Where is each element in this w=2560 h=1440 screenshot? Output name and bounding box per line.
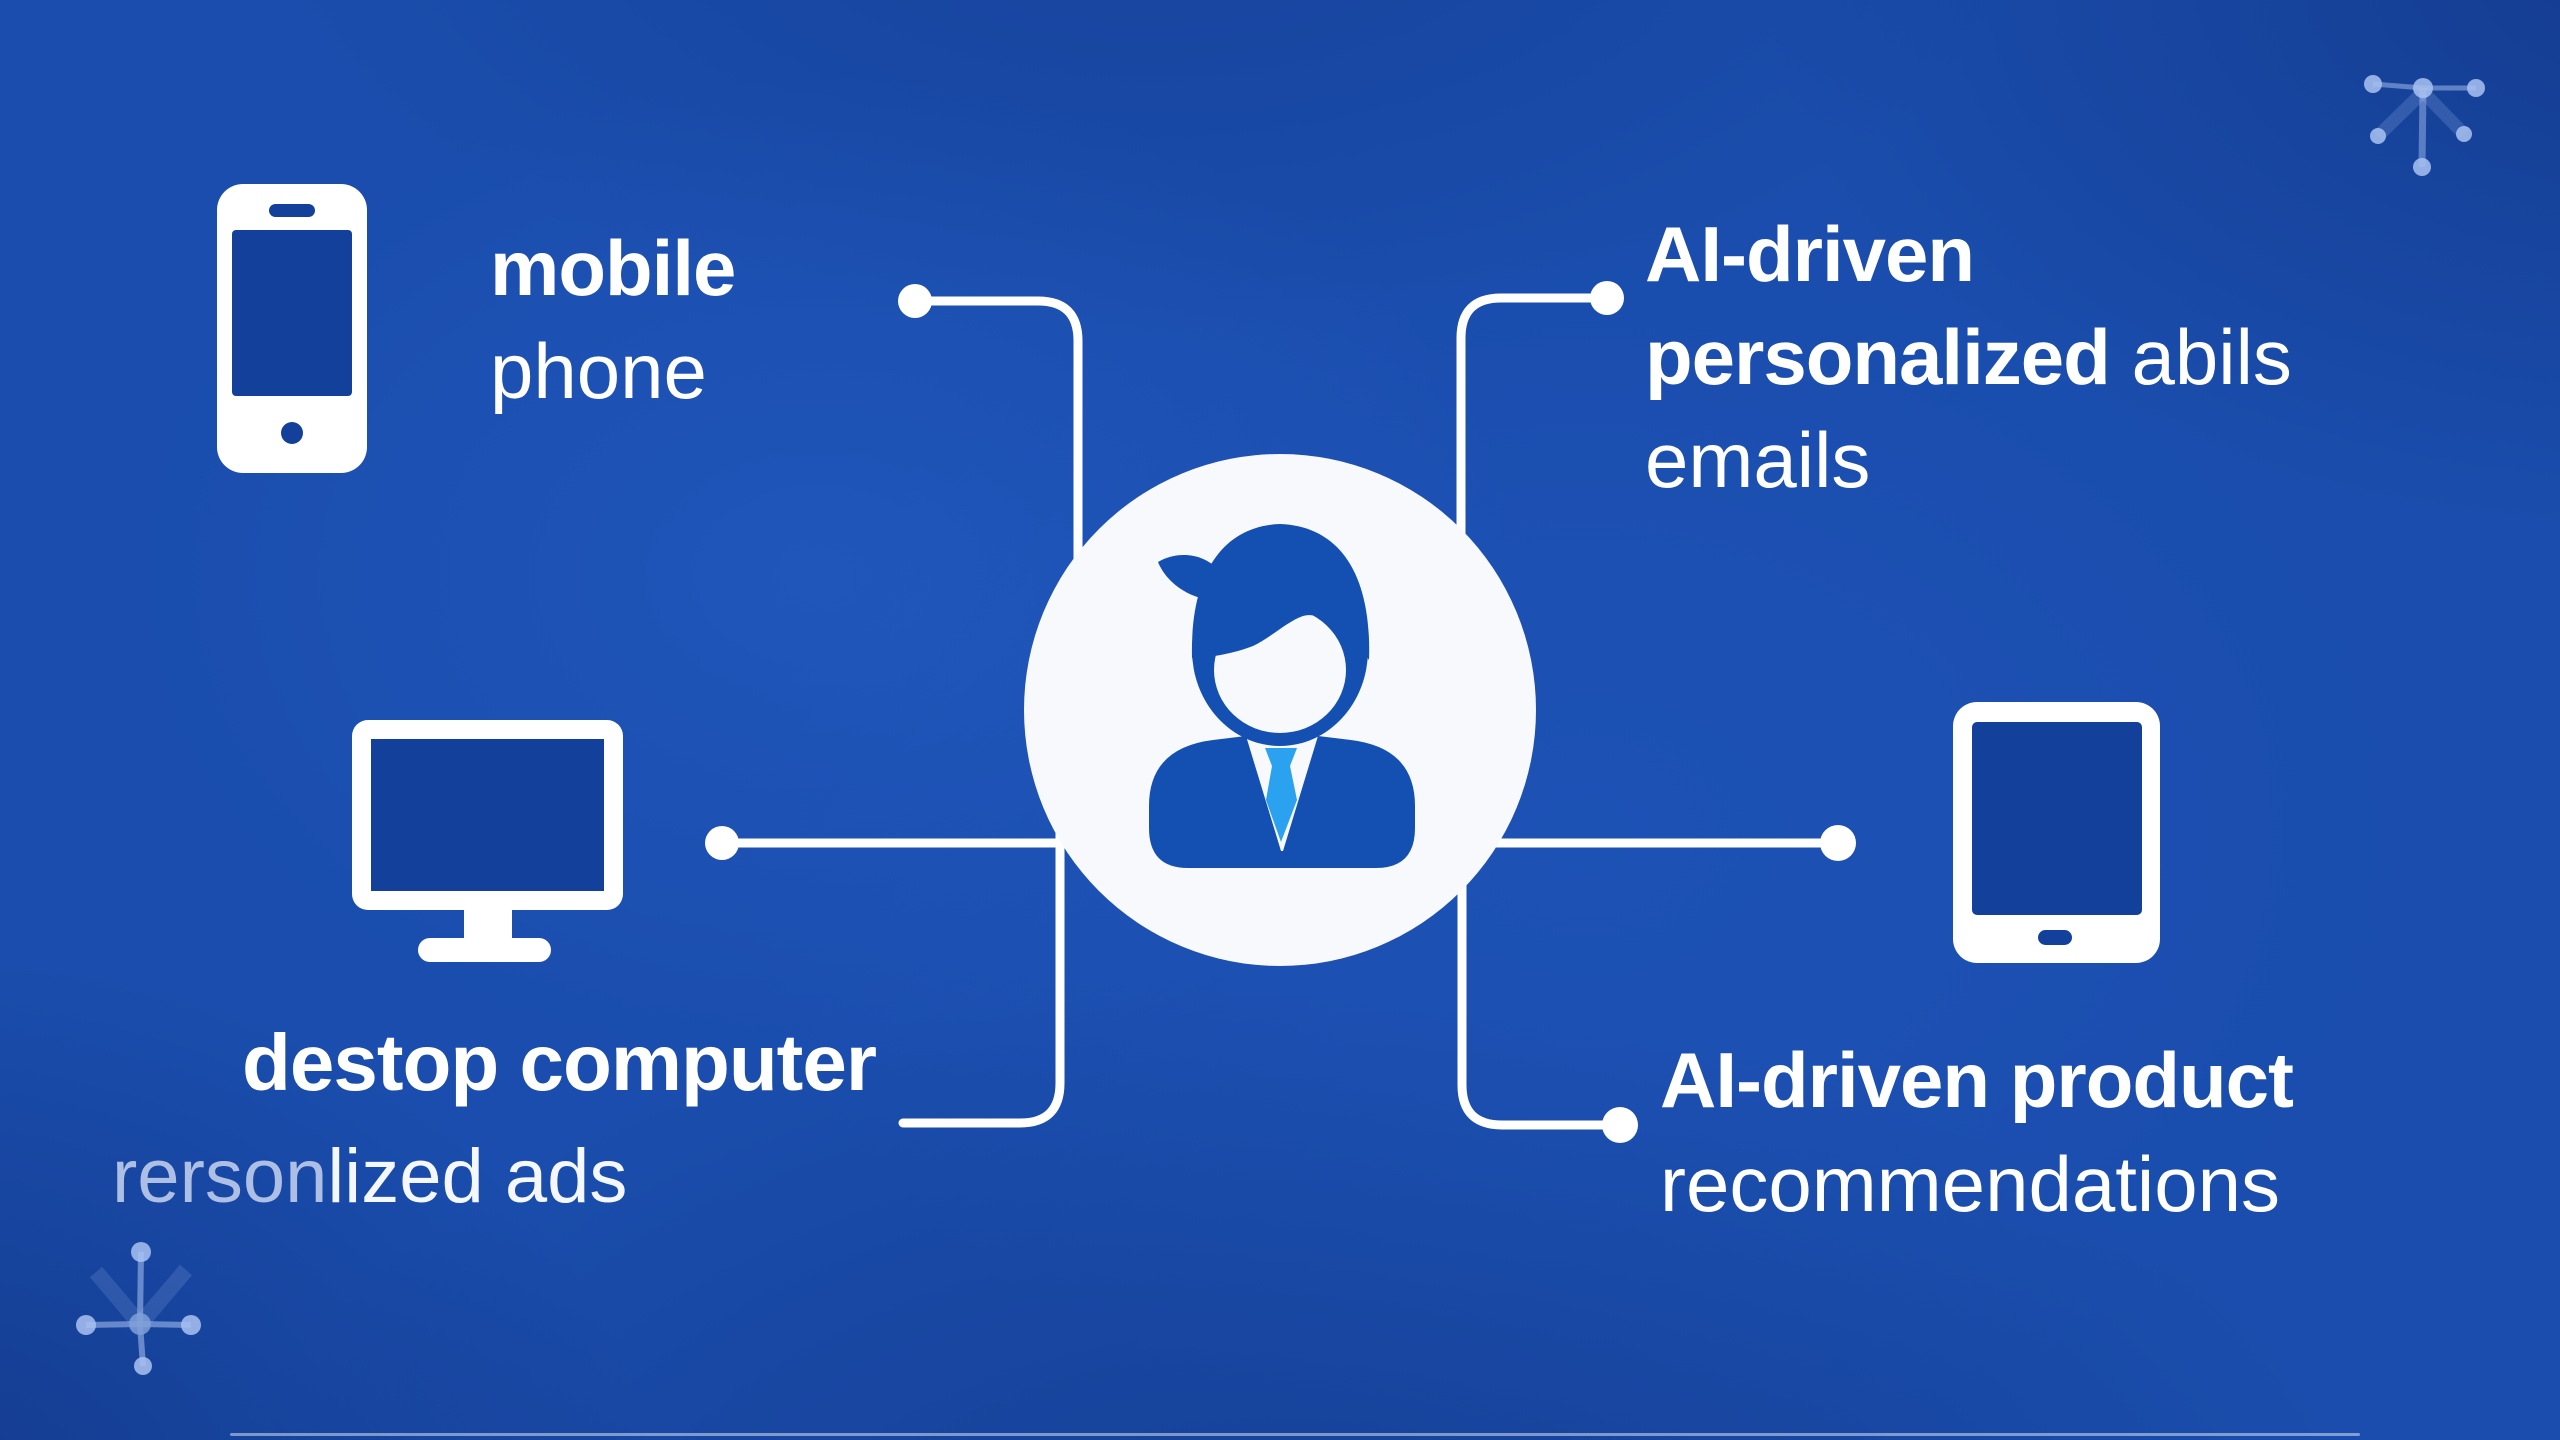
mobile-phone-label: mobile phone	[490, 217, 736, 423]
emails-label-line1: AI-driven	[1645, 210, 1975, 298]
connector-bottom-right	[1457, 875, 1623, 1130]
network-nodes-icon-bottom-left	[76, 1242, 201, 1375]
desktop-computer-label: destop computer	[242, 1018, 877, 1107]
connector-dot-bottom-right	[1602, 1107, 1638, 1143]
connector-dot-top-right	[1590, 281, 1624, 315]
connector-top-right	[1456, 293, 1612, 550]
connector-dot-middle-right	[1820, 825, 1856, 861]
desktop-computer-icon	[352, 720, 623, 910]
user-icon	[1149, 524, 1415, 868]
reco-label-line1: AI-driven product	[1660, 1036, 2294, 1124]
monitor-stand	[464, 906, 512, 944]
user-shoulders	[1149, 736, 1415, 868]
user-tie-blade	[1266, 766, 1297, 842]
connector-top-left	[910, 296, 1083, 565]
mobile-phone-label-line2: phone	[490, 327, 707, 415]
user-hair	[1191, 524, 1370, 660]
user-tie-knot	[1265, 748, 1297, 766]
phone-home-button	[281, 422, 303, 444]
connector-bottom-left	[898, 825, 1065, 1128]
phone-speaker	[269, 204, 315, 217]
phone-screen	[232, 230, 352, 396]
connector-dot-top-left	[898, 284, 932, 318]
emails-label-line2: personalized abils	[1645, 313, 2292, 401]
reco-label-line2: recommendations	[1660, 1140, 2280, 1228]
mobile-phone-label-line1: mobile	[490, 224, 736, 312]
personalized-ads-label: rersonlized ads	[112, 1134, 628, 1219]
monitor-base	[418, 938, 551, 962]
user-hair-flick	[1158, 555, 1226, 600]
connector-dot-middle-left	[705, 826, 739, 860]
mobile-phone-icon	[217, 184, 367, 473]
tablet-home-button	[2038, 930, 2072, 945]
tablet-screen	[1972, 722, 2142, 915]
network-nodes-icon-top-right	[2364, 75, 2485, 176]
personalized-emails-label: AI-driven personalized abils emails	[1645, 203, 2292, 512]
bottom-edge-line	[230, 1433, 2360, 1436]
emails-label-line3: emails	[1645, 416, 1871, 504]
product-recommendations-label: AI-driven product recommendations	[1660, 1028, 2294, 1236]
tablet-icon	[1953, 702, 2160, 963]
